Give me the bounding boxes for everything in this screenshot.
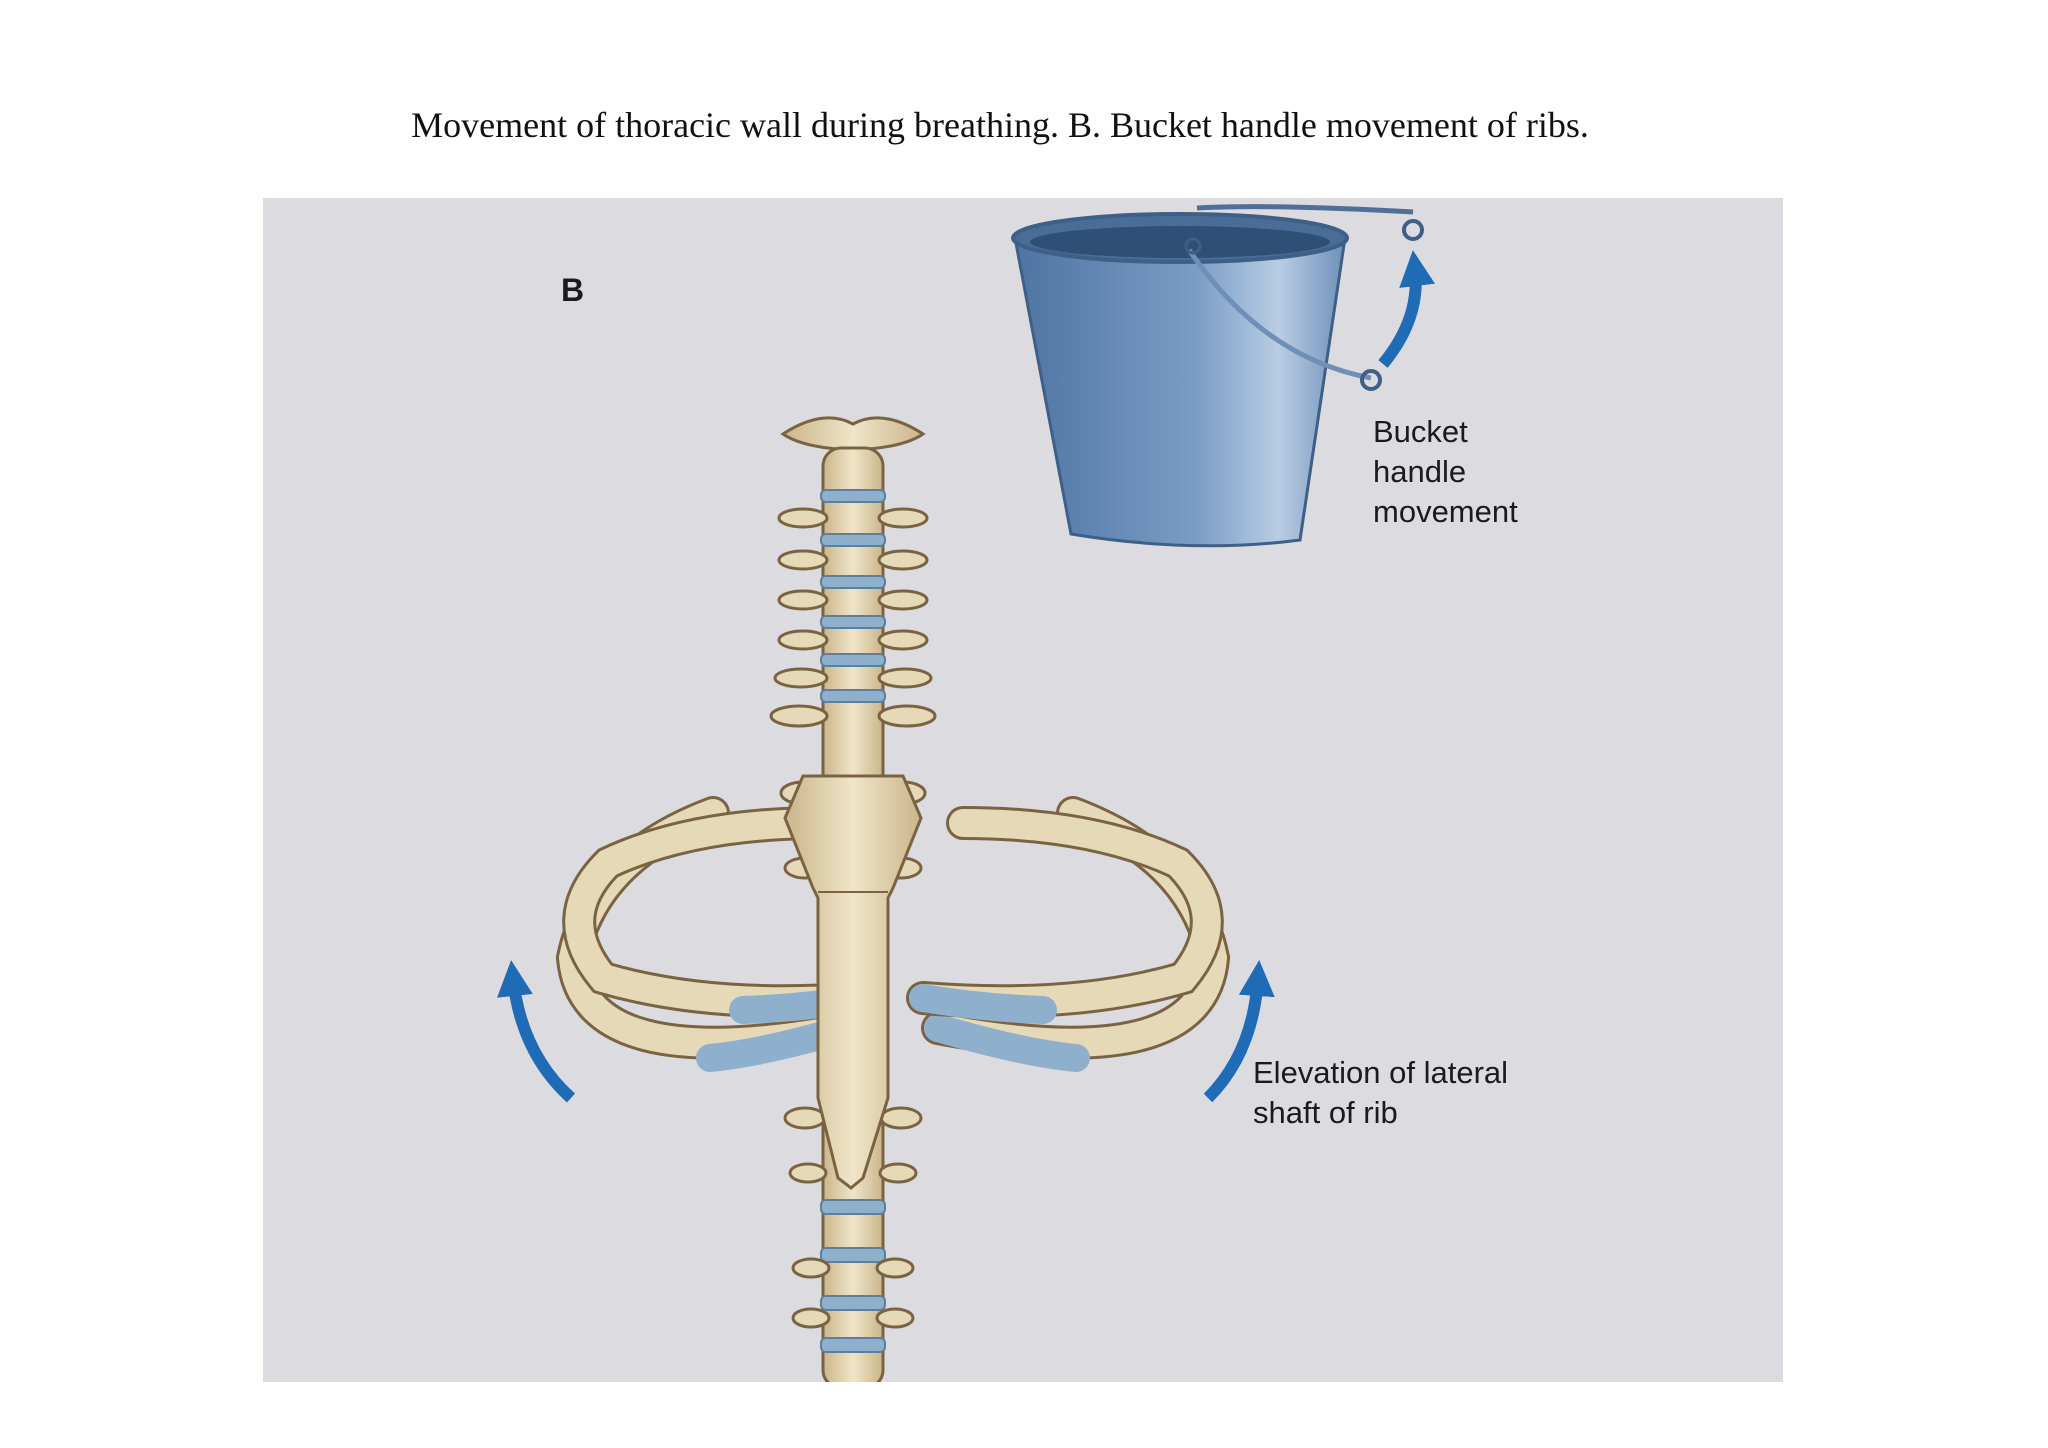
label-line: Elevation of lateral [1253,1055,1509,1090]
figure-panel: B Bucket handle movement Elevation of la… [263,198,1783,1382]
rib-upper-right [906,806,1224,1024]
anatomy-illustration [497,204,1436,1382]
arrow-up-icon [497,960,576,1103]
figure-caption: Movement of thoracic wall during breathi… [411,105,1589,145]
arrow-up-icon [1378,250,1436,368]
label-line: shaft of rib [1253,1095,1398,1130]
spine-icon [769,416,937,1382]
bucket-icon [1011,204,1424,548]
arrow-up-icon [1203,960,1275,1103]
bucket-handle-label: Bucket handle movement [1373,412,1518,532]
label-line: handle [1373,454,1467,489]
panel-letter: B [561,272,585,308]
rib-elevation-label: Elevation of lateral shaft of rib [1253,1053,1508,1133]
label-line: Bucket [1373,414,1468,449]
label-line: movement [1373,494,1518,529]
